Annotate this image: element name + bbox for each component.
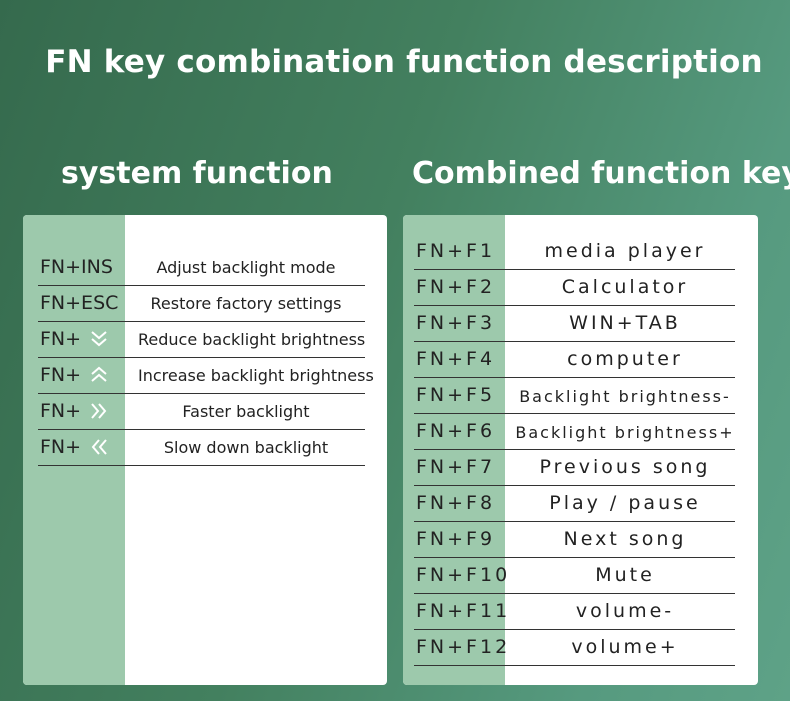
combined-row-f8: FN+F8 Play / pause: [414, 486, 735, 522]
double-chevron-left-icon: [89, 437, 109, 457]
double-chevron-right-icon: [89, 401, 109, 421]
function-description: Previous song: [539, 456, 711, 478]
key-label: FN+F9: [416, 528, 496, 550]
key-label: FN+: [40, 328, 109, 350]
combined-row-f5: FN+F5 Backlight brightness-: [414, 378, 735, 414]
system-function-heading: system function: [61, 156, 333, 191]
key-column-band: [23, 215, 125, 685]
function-description: Increase backlight brightness: [138, 366, 374, 385]
key-label: FN+INS: [40, 256, 113, 278]
function-description: Backlight brightness+: [515, 423, 735, 442]
key-label: FN+F2: [416, 276, 496, 298]
key-label: FN+F3: [416, 312, 496, 334]
combined-function-heading: Combined function key: [412, 156, 790, 191]
key-label: FN+: [40, 400, 109, 422]
double-chevron-up-icon: [89, 365, 109, 385]
combined-row-f10: FN+F10 Mute: [414, 558, 735, 594]
function-description: Backlight brightness-: [519, 387, 731, 406]
combined-row-f9: FN+F9 Next song: [414, 522, 735, 558]
system-row-up: FN+ Increase backlight brightness: [38, 358, 374, 394]
double-chevron-down-icon: [89, 329, 109, 349]
key-label: FN+F8: [416, 492, 496, 514]
combined-row-f2: FN+F2 Calculator: [414, 270, 735, 306]
combined-row-f12: FN+F12 volume+: [414, 630, 735, 666]
system-row-esc: FN+ESC Restore factory settings: [38, 286, 365, 322]
function-description: Mute: [595, 564, 655, 586]
key-column-band: [403, 215, 505, 685]
key-label: FN+F6: [416, 420, 496, 442]
function-description: WIN+TAB: [569, 312, 681, 334]
function-description: Adjust backlight mode: [156, 258, 336, 277]
function-description: Calculator: [561, 276, 689, 298]
function-description: volume+: [571, 636, 679, 658]
system-function-card: FN+INS Adjust backlight mode FN+ESC Rest…: [23, 215, 387, 685]
system-row-left: FN+ Slow down backlight: [38, 430, 365, 466]
combined-row-f11: FN+F11 volume-: [414, 594, 735, 630]
system-row-right: FN+ Faster backlight: [38, 394, 365, 430]
function-description: Play / pause: [549, 492, 701, 514]
page-title: FN key combination function description: [45, 44, 763, 80]
function-description: Reduce backlight brightness: [138, 330, 366, 349]
key-label: FN+F7: [416, 456, 496, 478]
combined-row-f3: FN+F3 WIN+TAB: [414, 306, 735, 342]
function-description: Restore factory settings: [150, 294, 342, 313]
function-description: Slow down backlight: [163, 438, 329, 457]
key-label: FN+F4: [416, 348, 496, 370]
key-label: FN+: [40, 436, 109, 458]
key-label: FN+F12: [416, 636, 511, 658]
combined-row-f1: FN+F1 media player: [414, 234, 735, 270]
key-label: FN+ESC: [40, 292, 119, 314]
combined-row-f4: FN+F4 computer: [414, 342, 735, 378]
function-description: media player: [544, 240, 706, 262]
system-row-ins: FN+INS Adjust backlight mode: [38, 250, 365, 286]
system-row-down: FN+ Reduce backlight brightness: [38, 322, 365, 358]
key-label: FN+F10: [416, 564, 511, 586]
combined-function-card: FN+F1 media player FN+F2 Calculator FN+F…: [403, 215, 758, 685]
key-label: FN+F1: [416, 240, 496, 262]
key-label: FN+F11: [416, 600, 511, 622]
combined-row-f6: FN+F6 Backlight brightness+: [414, 414, 735, 450]
key-label: FN+: [40, 364, 109, 386]
function-description: computer: [567, 348, 683, 370]
function-description: Next song: [563, 528, 687, 550]
function-description: volume-: [575, 600, 675, 622]
function-description: Faster backlight: [182, 402, 310, 421]
key-label: FN+F5: [416, 384, 496, 406]
combined-row-f7: FN+F7 Previous song: [414, 450, 735, 486]
